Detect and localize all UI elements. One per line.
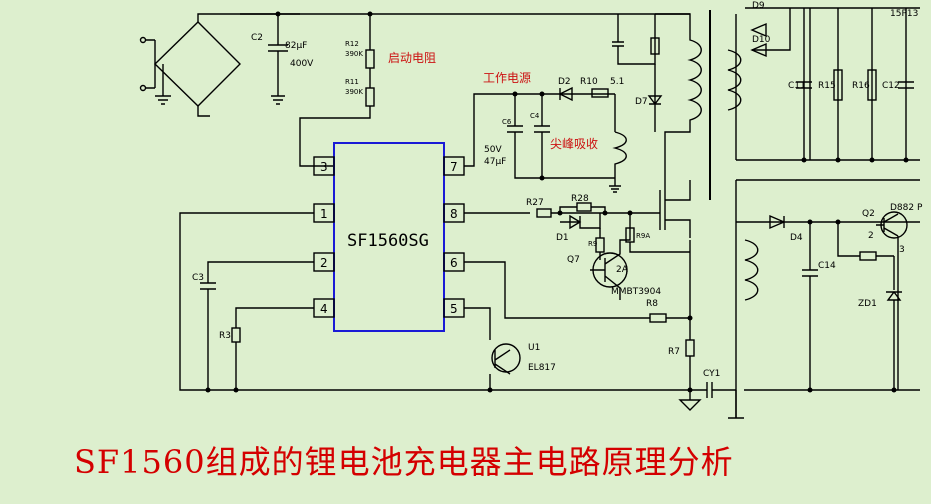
pin-1: 1 bbox=[320, 207, 328, 221]
label-d4: D4 bbox=[790, 233, 803, 243]
label-c14: C14 bbox=[818, 261, 836, 271]
label-r10-value: 5.1 bbox=[610, 77, 624, 87]
label-c6-voltage: 50V bbox=[484, 145, 502, 155]
label-c2-capacitance: 82μF bbox=[285, 41, 307, 51]
pin-6: 6 bbox=[450, 256, 458, 270]
label-r15: R15 bbox=[818, 81, 836, 91]
label-r3: R3 bbox=[219, 331, 231, 341]
label-r28: R28 bbox=[571, 194, 589, 204]
chip-name: SF1560SG bbox=[347, 231, 429, 251]
pin-7: 7 bbox=[450, 160, 458, 174]
startup-resistor-label: 启动电阻 bbox=[388, 51, 436, 65]
pin-3: 3 bbox=[320, 160, 328, 174]
label-r11: R11 bbox=[345, 78, 359, 86]
label-u1: U1 bbox=[528, 343, 540, 353]
label-r11-value: 390K bbox=[345, 88, 363, 96]
label-q2-pin2: 2 bbox=[868, 231, 874, 241]
work-supply-label: 工作电源 bbox=[483, 71, 531, 85]
label-c12: C12 bbox=[882, 81, 900, 91]
label-q2: Q2 bbox=[862, 209, 875, 219]
pin-4: 4 bbox=[320, 302, 328, 316]
pin-5: 5 bbox=[450, 302, 458, 316]
label-c2: C2 bbox=[251, 33, 263, 43]
label-u1-model: EL817 bbox=[528, 363, 556, 373]
label-c6-capacitance: 47μF bbox=[484, 157, 506, 167]
label-q7-pin: 2A bbox=[616, 265, 629, 275]
label-q2-pin3: 3 bbox=[899, 245, 905, 255]
label-q7-model: MMBT3904 bbox=[611, 287, 661, 297]
label-r27: R27 bbox=[526, 198, 544, 208]
label-top-right: 15P13 bbox=[890, 9, 918, 19]
label-r12-value: 390K bbox=[345, 50, 363, 58]
label-d1: D1 bbox=[556, 233, 569, 243]
label-r10: R10 bbox=[580, 77, 598, 87]
label-zd1: ZD1 bbox=[858, 299, 877, 309]
label-c4: C4 bbox=[530, 112, 540, 120]
label-c11: C11 bbox=[788, 81, 806, 91]
label-d2: D2 bbox=[558, 77, 571, 87]
label-r9: R9 bbox=[588, 240, 597, 248]
label-d7: D7 bbox=[635, 97, 648, 107]
label-d10: D10 bbox=[752, 35, 771, 45]
label-q2-model: D882 P bbox=[890, 203, 923, 213]
label-q7: Q7 bbox=[567, 255, 580, 265]
peak-absorb-label: 尖峰吸收 bbox=[550, 137, 598, 151]
label-r8: R8 bbox=[646, 299, 658, 309]
label-r12: R12 bbox=[345, 40, 359, 48]
label-cy1: CY1 bbox=[703, 369, 720, 379]
label-d9: D9 bbox=[752, 1, 765, 11]
pin-2: 2 bbox=[320, 256, 328, 270]
pin-8: 8 bbox=[450, 207, 458, 221]
label-c2-voltage: 400V bbox=[290, 59, 314, 69]
label-r16: R16 bbox=[852, 81, 870, 91]
page-title: SF1560组成的锂电池充电器主电路原理分析 bbox=[74, 443, 734, 481]
label-c3: C3 bbox=[192, 273, 204, 283]
label-r7: R7 bbox=[668, 347, 680, 357]
label-c6: C6 bbox=[502, 118, 512, 126]
label-r9a: R9A bbox=[636, 232, 650, 240]
